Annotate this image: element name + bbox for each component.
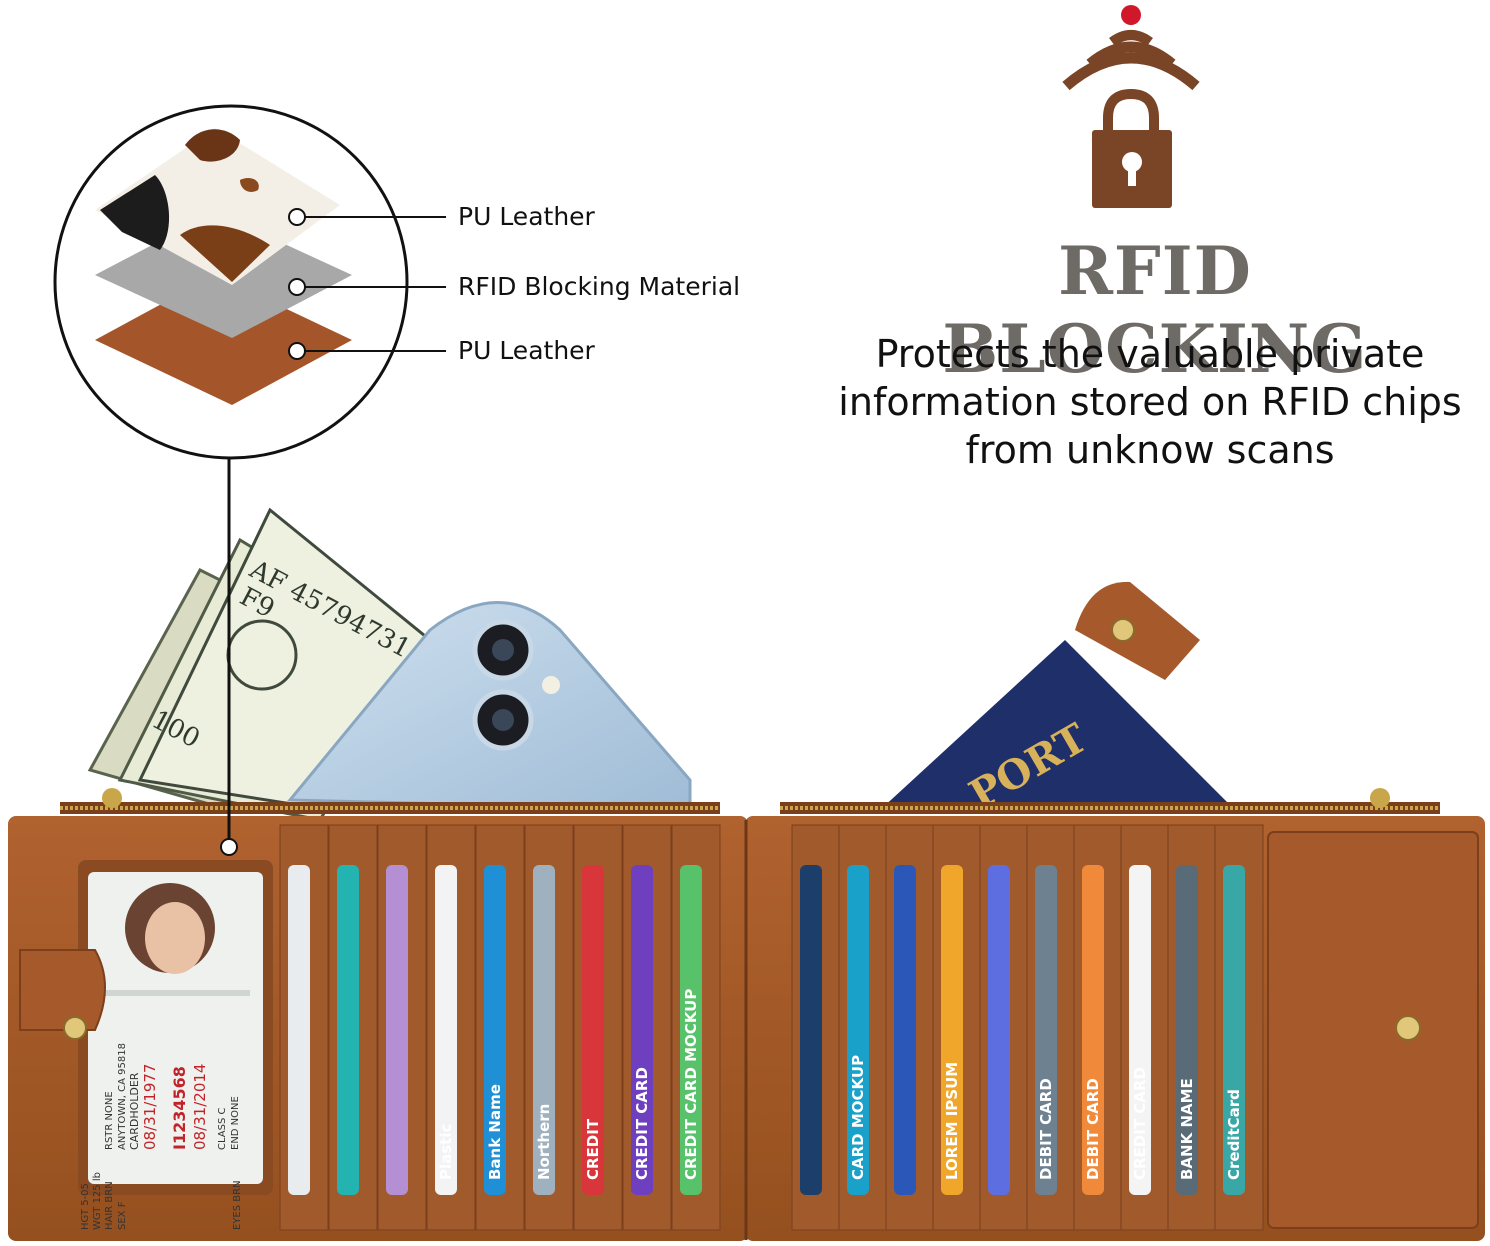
cards-right: CARD MOCKUP LOREM IPSUM DEBIT CARD DEBIT CA… xyxy=(791,824,1264,1231)
subtext-line: from unknow scans xyxy=(965,428,1335,472)
id-sex: SEX F xyxy=(117,1201,128,1230)
right-card xyxy=(800,865,822,1195)
subtext-line: information stored on RFID chips xyxy=(838,380,1462,424)
layer-label-top: PU Leather xyxy=(458,202,595,231)
right-card xyxy=(988,865,1010,1195)
id-address: ANYTOWN, CA 95818 xyxy=(117,1043,128,1150)
left-card xyxy=(631,865,653,1195)
left-card xyxy=(484,865,506,1195)
snap-tab xyxy=(1075,581,1200,680)
left-card xyxy=(533,865,555,1195)
id-exp: 08/31/2014 xyxy=(191,1064,209,1150)
left-card xyxy=(288,865,310,1195)
layer-marker xyxy=(288,208,306,226)
left-card xyxy=(680,865,702,1195)
headline: RFID BLOCKING xyxy=(942,232,1368,388)
id-class: CLASS C xyxy=(217,1108,228,1150)
zipper-pull xyxy=(102,788,122,808)
left-card-label: Bank Name xyxy=(486,1084,504,1180)
cards-left: Plastic Bank Name Northern CREDIT CREDIT CAR… xyxy=(279,824,721,1231)
right-card-label: LOREM IPSUM xyxy=(943,1062,961,1180)
id-dl: I1234568 xyxy=(170,1066,189,1150)
right-card-label: CARD MOCKUP xyxy=(849,1055,867,1180)
id-end: END NONE xyxy=(230,1096,241,1150)
cow-spot xyxy=(100,175,170,250)
id-wgt: WGT 125 lb xyxy=(92,1172,103,1230)
right-card-label: BANK NAME xyxy=(1178,1078,1196,1180)
right-card xyxy=(941,865,963,1195)
layer-diagram xyxy=(53,104,446,480)
id-name: CARDHOLDER xyxy=(128,1072,141,1150)
left-card-label: Northern xyxy=(535,1104,553,1180)
snap-button xyxy=(63,1016,87,1040)
right-card xyxy=(847,865,869,1195)
rfid-lock-icon xyxy=(1062,5,1200,208)
layer-pu-leather-top xyxy=(95,128,340,285)
right-card-label: DEBIT CARD xyxy=(1037,1078,1055,1180)
layer-marker xyxy=(288,342,306,360)
right-card-label: CREDIT CARD xyxy=(1131,1067,1149,1180)
snap-button xyxy=(1395,1015,1421,1041)
coin-pocket xyxy=(1267,831,1479,1229)
left-card xyxy=(337,865,359,1195)
layer-label-bottom: PU Leather xyxy=(458,336,595,365)
connector-dot xyxy=(220,838,238,856)
right-card xyxy=(1035,865,1057,1195)
cow-spot xyxy=(240,178,259,192)
id-window: I1234568 08/31/2014 08/31/1977 CARDHOLDE… xyxy=(78,480,273,1230)
id-hgt: HGT 5-05 xyxy=(80,1183,91,1230)
left-card-label: CREDIT xyxy=(584,1118,602,1180)
subtext: Protects the valuable private informatio… xyxy=(820,330,1480,474)
layer-pu-leather-bottom xyxy=(95,275,352,405)
passport: PORT xyxy=(880,640,1235,819)
subtext-line: Protects the valuable private xyxy=(875,332,1425,376)
left-card xyxy=(386,865,408,1195)
right-card-label: CreditCard xyxy=(1225,1089,1243,1180)
left-card-label: CREDIT CARD MOCKUP xyxy=(682,989,700,1180)
id-hair: HAIR BRN xyxy=(104,1181,115,1230)
right-card xyxy=(1129,865,1151,1195)
left-card-label: CREDIT CARD xyxy=(633,1067,651,1180)
right-card xyxy=(1223,865,1245,1195)
layer-label-middle: RFID Blocking Material xyxy=(458,272,741,301)
layer-marker xyxy=(288,278,306,296)
right-card-label: DEBIT CARD xyxy=(1084,1078,1102,1180)
zipper-pull xyxy=(1370,788,1390,808)
left-card-label: Plastic xyxy=(437,1124,455,1180)
left-card xyxy=(435,865,457,1195)
cow-spot xyxy=(180,225,270,282)
right-card xyxy=(1176,865,1198,1195)
cow-spot xyxy=(185,129,240,162)
id-dob: 08/31/1977 xyxy=(141,1064,159,1150)
id-eyes: EYES BRN xyxy=(232,1180,243,1230)
left-snap-flap xyxy=(19,949,106,1031)
id-rstr: RSTR NONE xyxy=(104,1091,115,1150)
right-card xyxy=(1082,865,1104,1195)
left-card xyxy=(582,865,604,1195)
phone xyxy=(286,601,692,812)
right-card xyxy=(894,865,916,1195)
